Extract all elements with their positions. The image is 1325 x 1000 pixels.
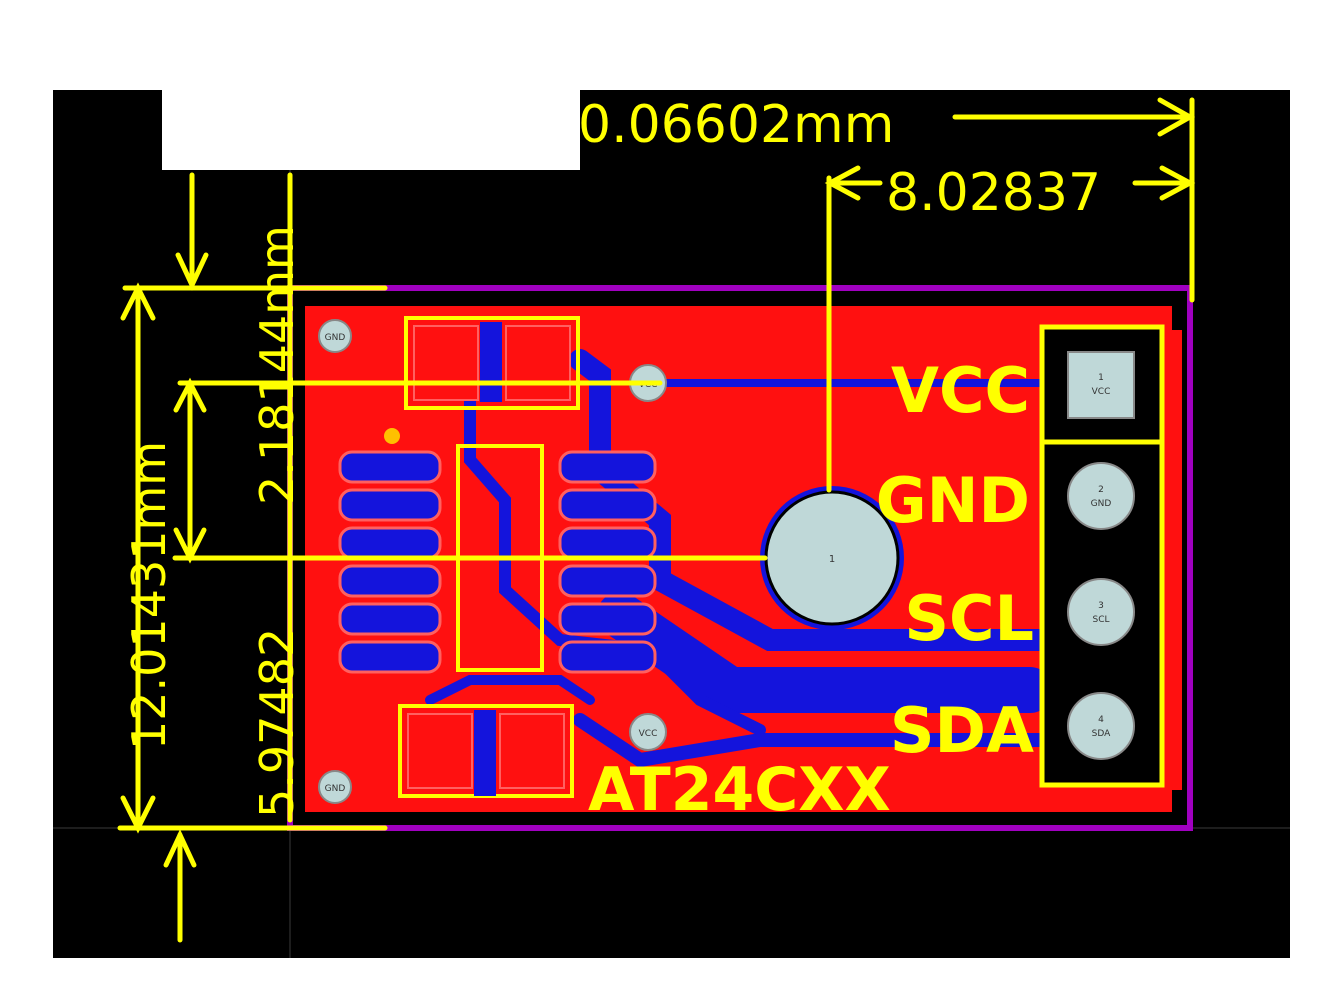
via-vcc-bottom-label: VCC [639, 729, 658, 739]
board-title: AT24CXX [588, 755, 891, 825]
dimension-height: 12.01431mm [122, 441, 176, 750]
pin-4-number: 4 [1098, 715, 1104, 725]
via-vcc-bottom: VCC [629, 713, 667, 751]
mounting-hole-label: 1 [829, 554, 835, 565]
pin-1-number: 1 [1098, 373, 1104, 383]
via-gnd-top-label: GND [325, 333, 346, 343]
resistor-bottom-body [474, 710, 496, 796]
bottom-layer-traces [425, 349, 1061, 768]
resistor-bottom-pad-left [407, 713, 473, 789]
header-pin-4: 4 SDA [1067, 692, 1135, 760]
pin-2-pad-label: GND [1091, 499, 1112, 509]
pin1-marker [384, 428, 400, 444]
pin-3-pad-label: SCL [1092, 615, 1109, 625]
resistor-top-outline [404, 316, 580, 410]
resistor-top-body [480, 322, 502, 402]
dimension-hole-y: 5.97482 [250, 628, 304, 818]
header-pin-1: 1 VCC [1067, 351, 1135, 419]
resistor-top-pad-left [413, 325, 479, 401]
dimension-width-partial: 0.06602mm [578, 95, 894, 155]
pin-1-pad-label: VCC [1092, 387, 1111, 397]
resistor-top-pad-right [505, 325, 571, 401]
net-label-gnd: GND [876, 464, 1030, 537]
header-pin-2: 2 GND [1067, 462, 1135, 530]
via-gnd-bottom-label: GND [325, 784, 346, 794]
pin-2-number: 2 [1098, 485, 1104, 495]
pin-3-number: 3 [1098, 601, 1104, 611]
pin-4-pad-label: SDA [1092, 729, 1111, 739]
dimension-lines [117, 97, 1196, 943]
header-pin-3: 3 SCL [1067, 578, 1135, 646]
resistor-bottom-pad-right [499, 713, 565, 789]
net-label-sda: SDA [890, 694, 1034, 767]
via-gnd-top: GND [318, 319, 352, 353]
net-label-vcc: VCC [891, 354, 1030, 427]
mounting-hole: 1 [760, 486, 904, 630]
smd-pad-array-right [558, 450, 657, 674]
dimension-top-gap: 2.18144mm [250, 225, 304, 505]
net-label-scl: SCL [904, 582, 1034, 655]
via-gnd-bottom: GND [318, 770, 352, 804]
white-cover-block [162, 90, 580, 170]
dimension-hole-offset: 8.02837 [886, 163, 1101, 223]
